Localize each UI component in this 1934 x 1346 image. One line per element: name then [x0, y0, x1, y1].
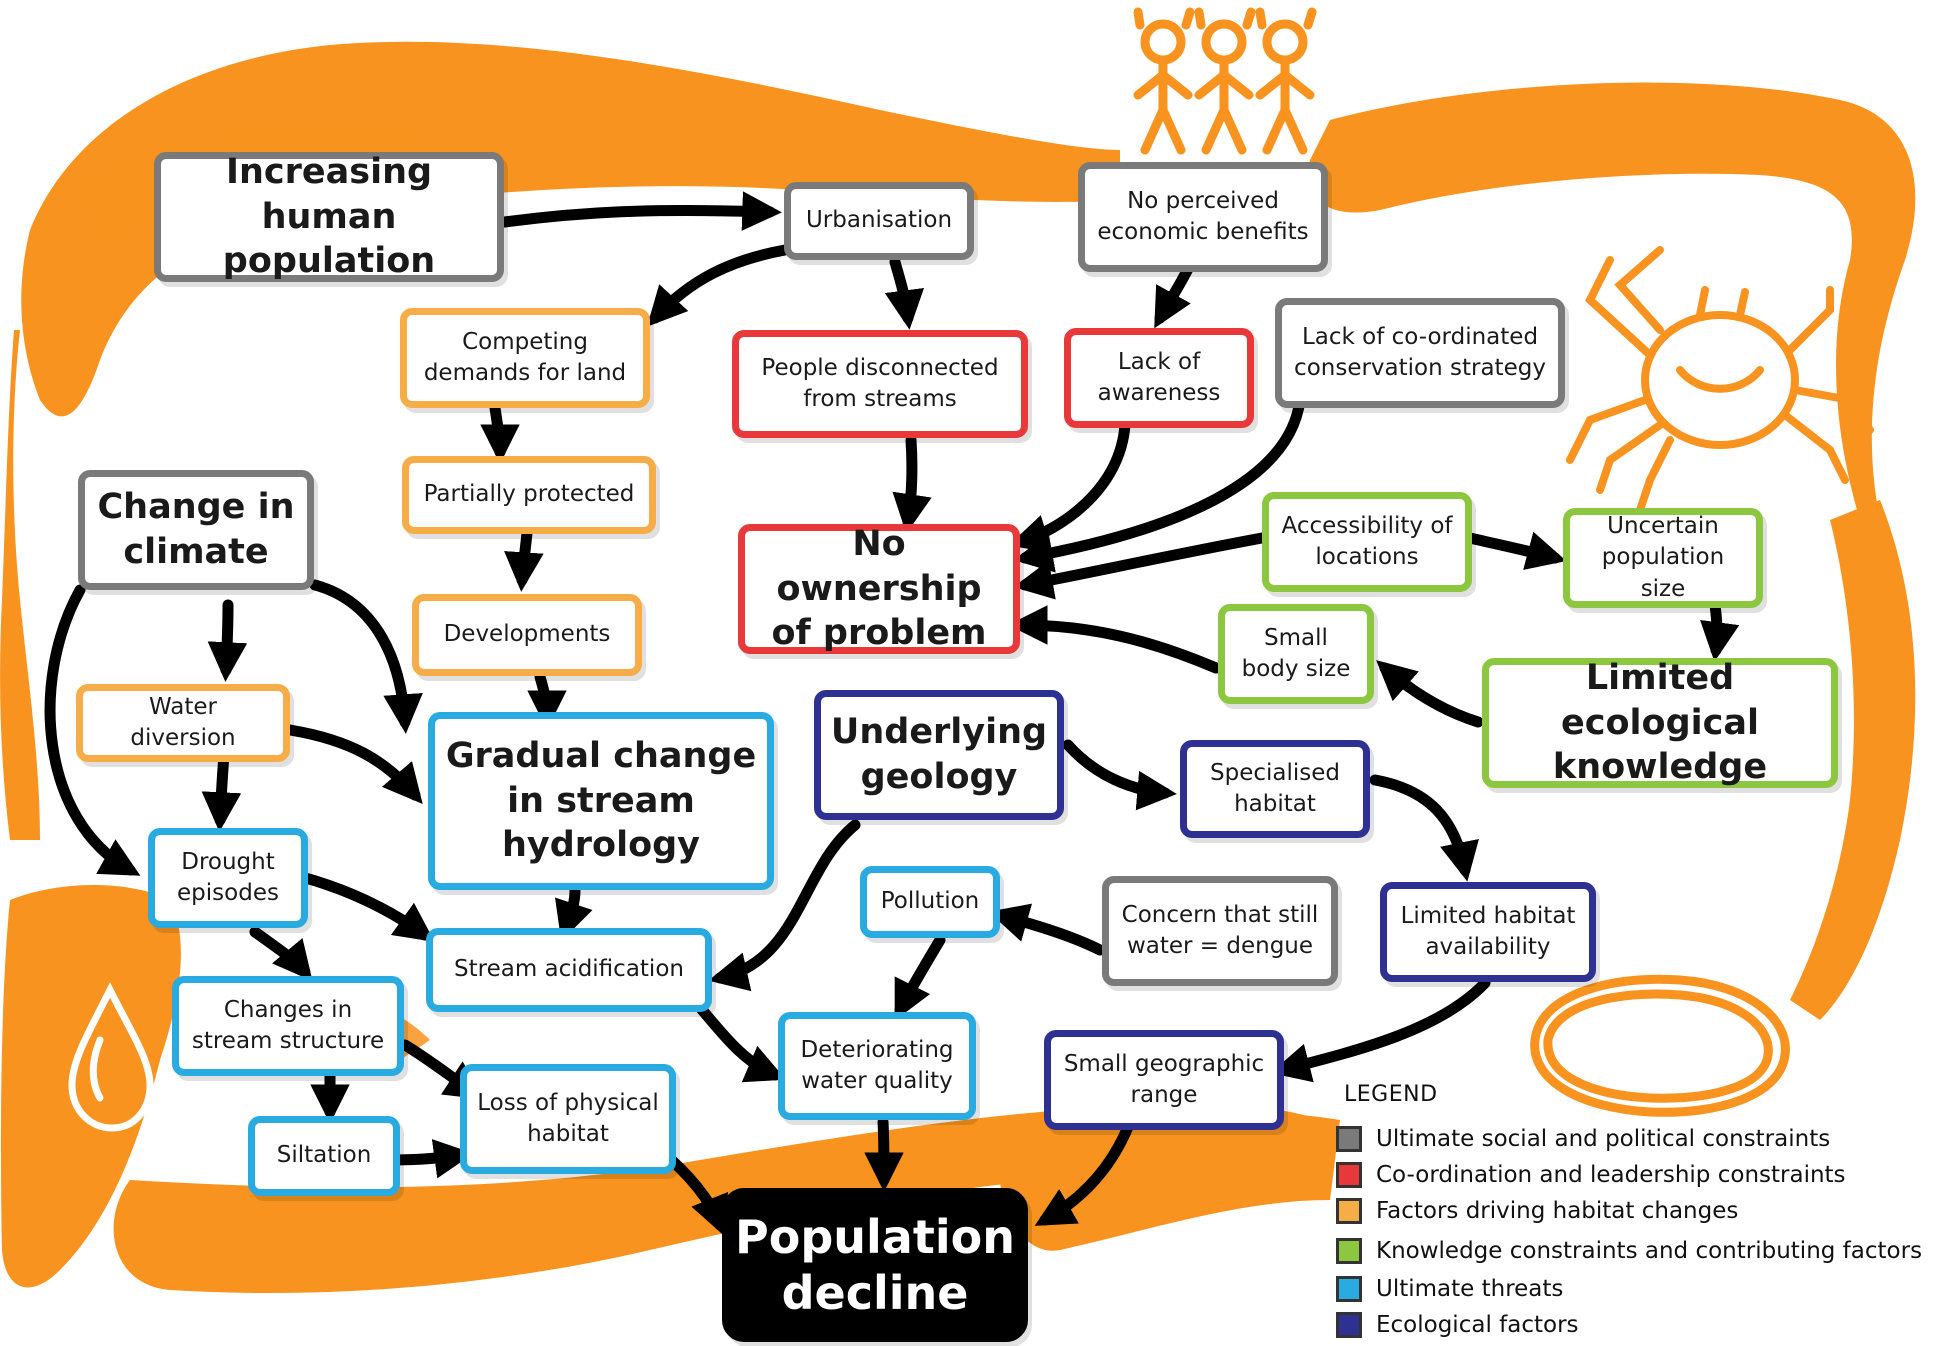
node-specialised-habitat: Specialised habitat — [1180, 740, 1370, 838]
arrow-drought-changes — [249, 926, 313, 982]
legend-swatch — [1336, 1162, 1362, 1188]
arrow-knowledge-small — [1376, 660, 1484, 728]
node-siltation: Siltation — [248, 1116, 400, 1196]
arrow-strategy-ownership — [1013, 394, 1306, 573]
arrow-awareness-ownership — [1008, 419, 1131, 553]
arrow-drought-acidification — [296, 871, 435, 942]
legend-label: Ecological factors — [1376, 1312, 1579, 1338]
crab-icon — [1566, 246, 1874, 514]
arrow-dengue-pollution — [988, 903, 1106, 956]
legend-item: Ultimate threats — [1336, 1272, 1563, 1306]
node-limited-habitat-availability: Limited habitat availability — [1380, 882, 1596, 982]
arrow-siltation-loss — [384, 1139, 474, 1179]
arrow-small-ownership — [1008, 605, 1222, 674]
arrow-diversion-drought — [201, 749, 242, 832]
pebble-icon — [1530, 974, 1790, 1117]
legend-label: Ultimate social and political constraint… — [1376, 1126, 1831, 1152]
arrow-competing-protected — [480, 402, 520, 464]
node-people-disconnected: People disconnected from streams — [732, 330, 1028, 438]
node-uncertain-population-size: Uncertain population size — [1563, 508, 1763, 608]
legend-item: Knowledge constraints and contributing f… — [1336, 1234, 1922, 1268]
node-small-body-size: Small body size — [1218, 604, 1374, 704]
arrow-disconnected-ownership — [892, 434, 932, 534]
people-icon — [1133, 7, 1317, 155]
node-loss-of-physical-habitat: Loss of physical habitat — [460, 1064, 676, 1174]
node-lack-of-awareness: Lack of awareness — [1064, 328, 1254, 428]
legend-label: Knowledge constraints and contributing f… — [1376, 1238, 1923, 1264]
arrow-accessibility-ownership — [1013, 532, 1268, 600]
legend: Ultimate social and political constraint… — [1336, 1078, 1934, 1346]
node-water-diversion: Water diversion — [76, 684, 290, 762]
node-accessibility-of-locations: Accessibility of locations — [1262, 492, 1472, 592]
arrow-deteriorating-decline — [864, 1116, 904, 1192]
legend-swatch — [1336, 1312, 1362, 1338]
arrow-uncertain-knowledge — [1700, 599, 1740, 662]
node-deteriorating-water-quality: Deteriorating water quality — [778, 1012, 976, 1120]
node-stream-acidification: Stream acidification — [426, 928, 712, 1012]
node-partially-protected: Partially protected — [402, 456, 656, 534]
node-competing-demands: Competing demands for land — [400, 308, 650, 408]
legend-title: LEGEND — [1344, 1082, 1438, 1107]
arrow-diversion-gradual — [284, 724, 423, 805]
legend-item: Ecological factors — [1336, 1308, 1579, 1342]
arrow-urbanisation-competing — [646, 244, 791, 327]
node-small-geographic-range: Small geographic range — [1044, 1030, 1284, 1130]
arrow-geology-specialised — [1062, 739, 1177, 811]
legend-item: Factors driving habitat changes — [1336, 1194, 1738, 1228]
node-population-decline: Population decline — [722, 1188, 1028, 1342]
arrow-specialised-limited — [1369, 774, 1479, 882]
arrow-population-urbanisation — [499, 191, 782, 231]
legend-swatch — [1336, 1126, 1362, 1152]
arrow-climate-drought — [44, 584, 141, 876]
arrow-geology-acidification — [708, 819, 861, 992]
node-no-ownership-of-problem: No ownership of problem — [738, 524, 1020, 654]
legend-label: Co-ordination and leadership constraints — [1376, 1162, 1846, 1188]
node-no-perceived-economic-benefits: No perceived economic benefits — [1078, 162, 1328, 272]
node-change-in-climate: Change in climate — [78, 470, 314, 590]
legend-label: Factors driving habitat changes — [1376, 1198, 1739, 1224]
legend-item: Ultimate social and political constraint… — [1336, 1122, 1830, 1156]
node-limited-ecological-knowledge: Limited ecological knowledge — [1482, 658, 1838, 788]
node-lack-of-coordinated-strategy: Lack of co-ordinated conservation strate… — [1275, 298, 1565, 408]
legend-label: Ultimate threats — [1376, 1276, 1564, 1302]
arrow-protected-developments — [504, 527, 544, 592]
node-concern-still-water-dengue: Concern that still water = dengue — [1102, 876, 1338, 986]
node-underlying-geology: Underlying geology — [814, 690, 1064, 820]
node-gradual-change-in-stream-hydrology: Gradual change in stream hydrology — [428, 712, 774, 890]
legend-swatch — [1336, 1238, 1362, 1264]
arrow-gradual-acidification — [554, 884, 593, 942]
arrow-economic-awareness — [1154, 259, 1196, 329]
node-drought-episodes: Drought episodes — [148, 828, 308, 928]
legend-item: Co-ordination and leadership constraints — [1336, 1158, 1846, 1192]
arrow-climate-gradual — [309, 579, 423, 734]
water-drop-icon — [68, 982, 154, 1132]
node-urbanisation: Urbanisation — [784, 182, 974, 260]
arrow-climate-diversion — [207, 599, 248, 682]
arrow-urbanisation-disconnected — [884, 256, 925, 330]
node-changes-in-stream-structure: Changes in stream structure — [172, 976, 404, 1076]
node-developments: Developments — [412, 594, 642, 676]
arrow-range-decline — [1034, 1121, 1134, 1226]
node-increasing-human-population: Increasing human population — [154, 152, 504, 282]
arrow-accessibility-uncertain — [1464, 531, 1567, 570]
node-pollution: Pollution — [860, 866, 1000, 938]
arrow-pollution-deteriorating — [894, 934, 946, 1021]
arrow-limited-range — [1270, 977, 1491, 1083]
legend-swatch — [1336, 1198, 1362, 1224]
legend-swatch — [1336, 1276, 1362, 1302]
